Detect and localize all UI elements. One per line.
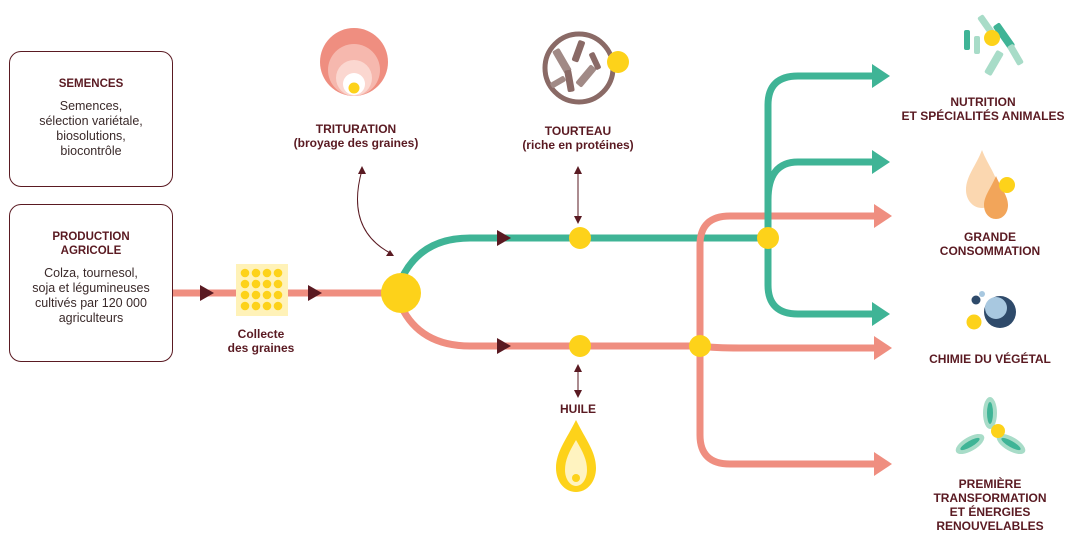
huile-connector-arrow: [574, 364, 582, 398]
grande-conso-label: GRANDE CONSOMMATION: [939, 230, 1041, 258]
chimie-arrowhead-pink: [874, 336, 892, 360]
flow-arrow-1: [200, 285, 214, 301]
semences-line: Semences,: [59, 99, 123, 113]
chimie-molecules-icon: [966, 291, 1016, 330]
flow-arrow-4: [497, 338, 511, 354]
chimie-pink-flow-line: [699, 342, 878, 352]
nutrition-second-flow-line: [764, 158, 876, 201]
premiere-label: PREMIÈRE TRANSFORMATION ET ÉNERGIES RENO…: [933, 477, 1047, 533]
chimie-label: CHIMIE DU VÉGÉTAL: [929, 352, 1051, 366]
oil-flame-icon: [556, 420, 596, 492]
junction-node-pink: [689, 335, 711, 357]
premiere-flow-line: [696, 346, 878, 468]
trituration-rings-icon: [320, 28, 388, 96]
trituration-node: [381, 273, 421, 313]
trituration-connector-arrow: [356, 166, 394, 256]
production-line: soja et légumineuses: [32, 281, 150, 295]
tourteau-node: [569, 227, 591, 249]
premiere-leaves-icon: [955, 397, 1026, 455]
semences-line: biocontrôle: [60, 144, 122, 158]
production-title: AGRICOLE: [60, 245, 122, 257]
collecte-label: Collecte des graines: [227, 327, 295, 355]
semences-title: SEMENCES: [58, 78, 124, 90]
semences-line: sélection variétale,: [39, 114, 143, 128]
tourteau-flow-line: [397, 234, 768, 282]
nutrition-second-arrowhead: [872, 150, 890, 174]
tourteau-label: TOURTEAU (riche en protéines): [522, 124, 634, 152]
huile-node: [569, 335, 591, 357]
grande-arrowhead: [874, 204, 892, 228]
huile-label: HUILE: [560, 402, 596, 416]
trituration-label: TRITURATION (broyage des graines): [293, 122, 419, 150]
semences-box: SEMENCES Semences, sélection variétale, …: [9, 51, 173, 187]
production-box: PRODUCTION AGRICOLE Colza, tournesol, so…: [9, 204, 173, 362]
flow-arrow-2: [308, 285, 322, 301]
grande-conso-drops-icon: [966, 150, 1015, 219]
production-line: Colza, tournesol,: [44, 266, 138, 280]
chimie-arrowhead-green: [872, 302, 890, 326]
nutrition-sticks-icon: [964, 14, 1024, 76]
semences-line: biosolutions,: [56, 129, 126, 143]
chimie-green-flow-line: [764, 238, 876, 318]
seeds-grid-icon: [236, 264, 288, 316]
grande-conso-flow-line: [696, 212, 878, 346]
flow-arrow-3: [497, 230, 511, 246]
tourteau-cake-icon: [542, 31, 629, 105]
production-line: agriculteurs: [58, 311, 124, 325]
premiere-arrowhead: [874, 452, 892, 476]
nutrition-label: NUTRITION ET SPÉCIALITÉS ANIMALES: [901, 95, 1065, 123]
nutrition-arrowhead: [872, 64, 890, 88]
production-title: PRODUCTION: [52, 231, 130, 243]
huile-flow-line: [397, 304, 700, 350]
junction-node-green: [757, 227, 779, 249]
production-line: cultivés par 120 000: [35, 296, 147, 310]
nutrition-flow-line: [764, 72, 876, 238]
tourteau-connector-arrow: [574, 166, 582, 224]
